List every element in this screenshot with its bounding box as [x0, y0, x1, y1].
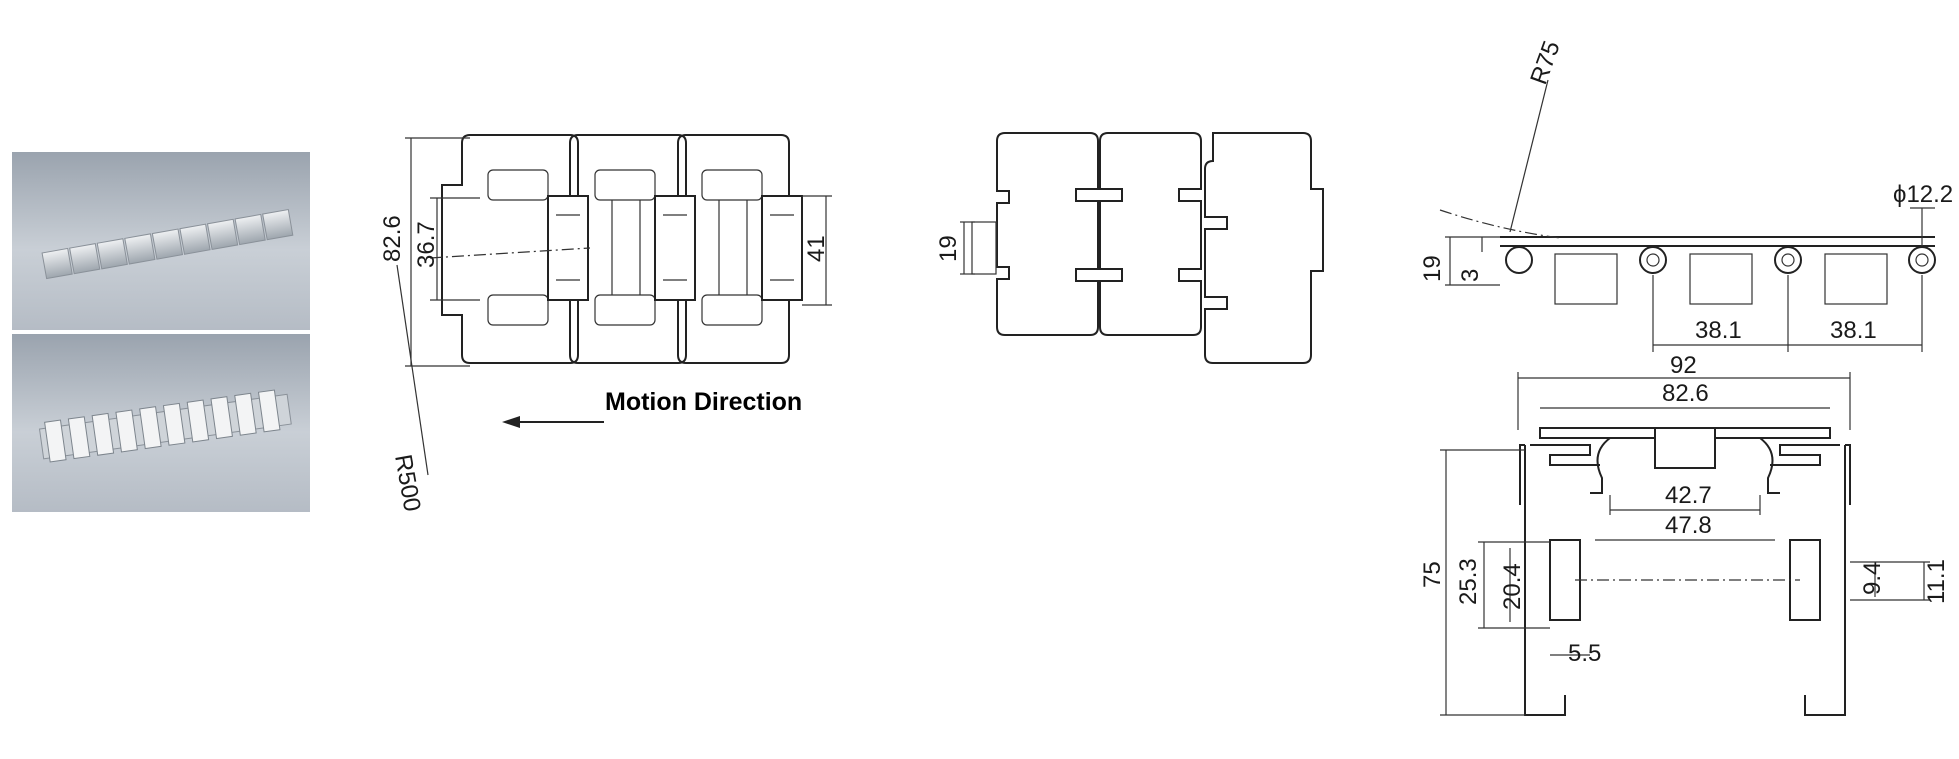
dim-pitch-1: 38.1	[1695, 317, 1742, 344]
dim-plate: 3	[1457, 269, 1484, 282]
dim-slot: 5.5	[1568, 640, 1601, 667]
dim-tab-height: 19	[935, 235, 962, 262]
section-view: 92 82.6 42.7 47.8 75 25.3	[1419, 352, 1950, 716]
chain-photo-straight	[12, 152, 310, 330]
motion-direction-label: Motion Direction	[605, 388, 802, 416]
dim-plate-width: 82.6	[1662, 380, 1709, 407]
top-view: 82.6 36.7 41 R500 Motion Direction	[379, 134, 832, 514]
dim-right-b: 11.1	[1923, 559, 1950, 604]
dim-hinge: 41	[803, 235, 830, 262]
dim-width-outer: 82.6	[379, 215, 406, 262]
dim-height: 75	[1419, 561, 1446, 588]
dim-side-height: 19	[1419, 255, 1446, 282]
dim-pitch-2: 38.1	[1830, 317, 1877, 344]
bottom-view: 19	[935, 132, 1324, 364]
chain-photo-straight-graphic	[41, 208, 294, 280]
dim-side-a: 25.3	[1455, 558, 1482, 605]
dim-pin-dia: ϕ12.2	[1893, 181, 1953, 208]
dim-side-radius: R75	[1525, 37, 1565, 88]
chain-photo-angled-graphic	[38, 389, 292, 463]
dim-inner-b: 47.8	[1665, 512, 1712, 539]
side-view: R75 ϕ12.2 19 3 38.1 38.1	[1419, 37, 1953, 352]
dim-radius: R500	[389, 452, 426, 513]
dim-side-b: 20.4	[1499, 563, 1526, 610]
dim-overall: 92	[1670, 352, 1697, 379]
dim-right-a: 9.4	[1859, 562, 1886, 595]
chain-photo-angled	[12, 334, 310, 512]
dim-inner-a: 42.7	[1665, 482, 1712, 509]
dim-width-inner: 36.7	[413, 221, 440, 268]
